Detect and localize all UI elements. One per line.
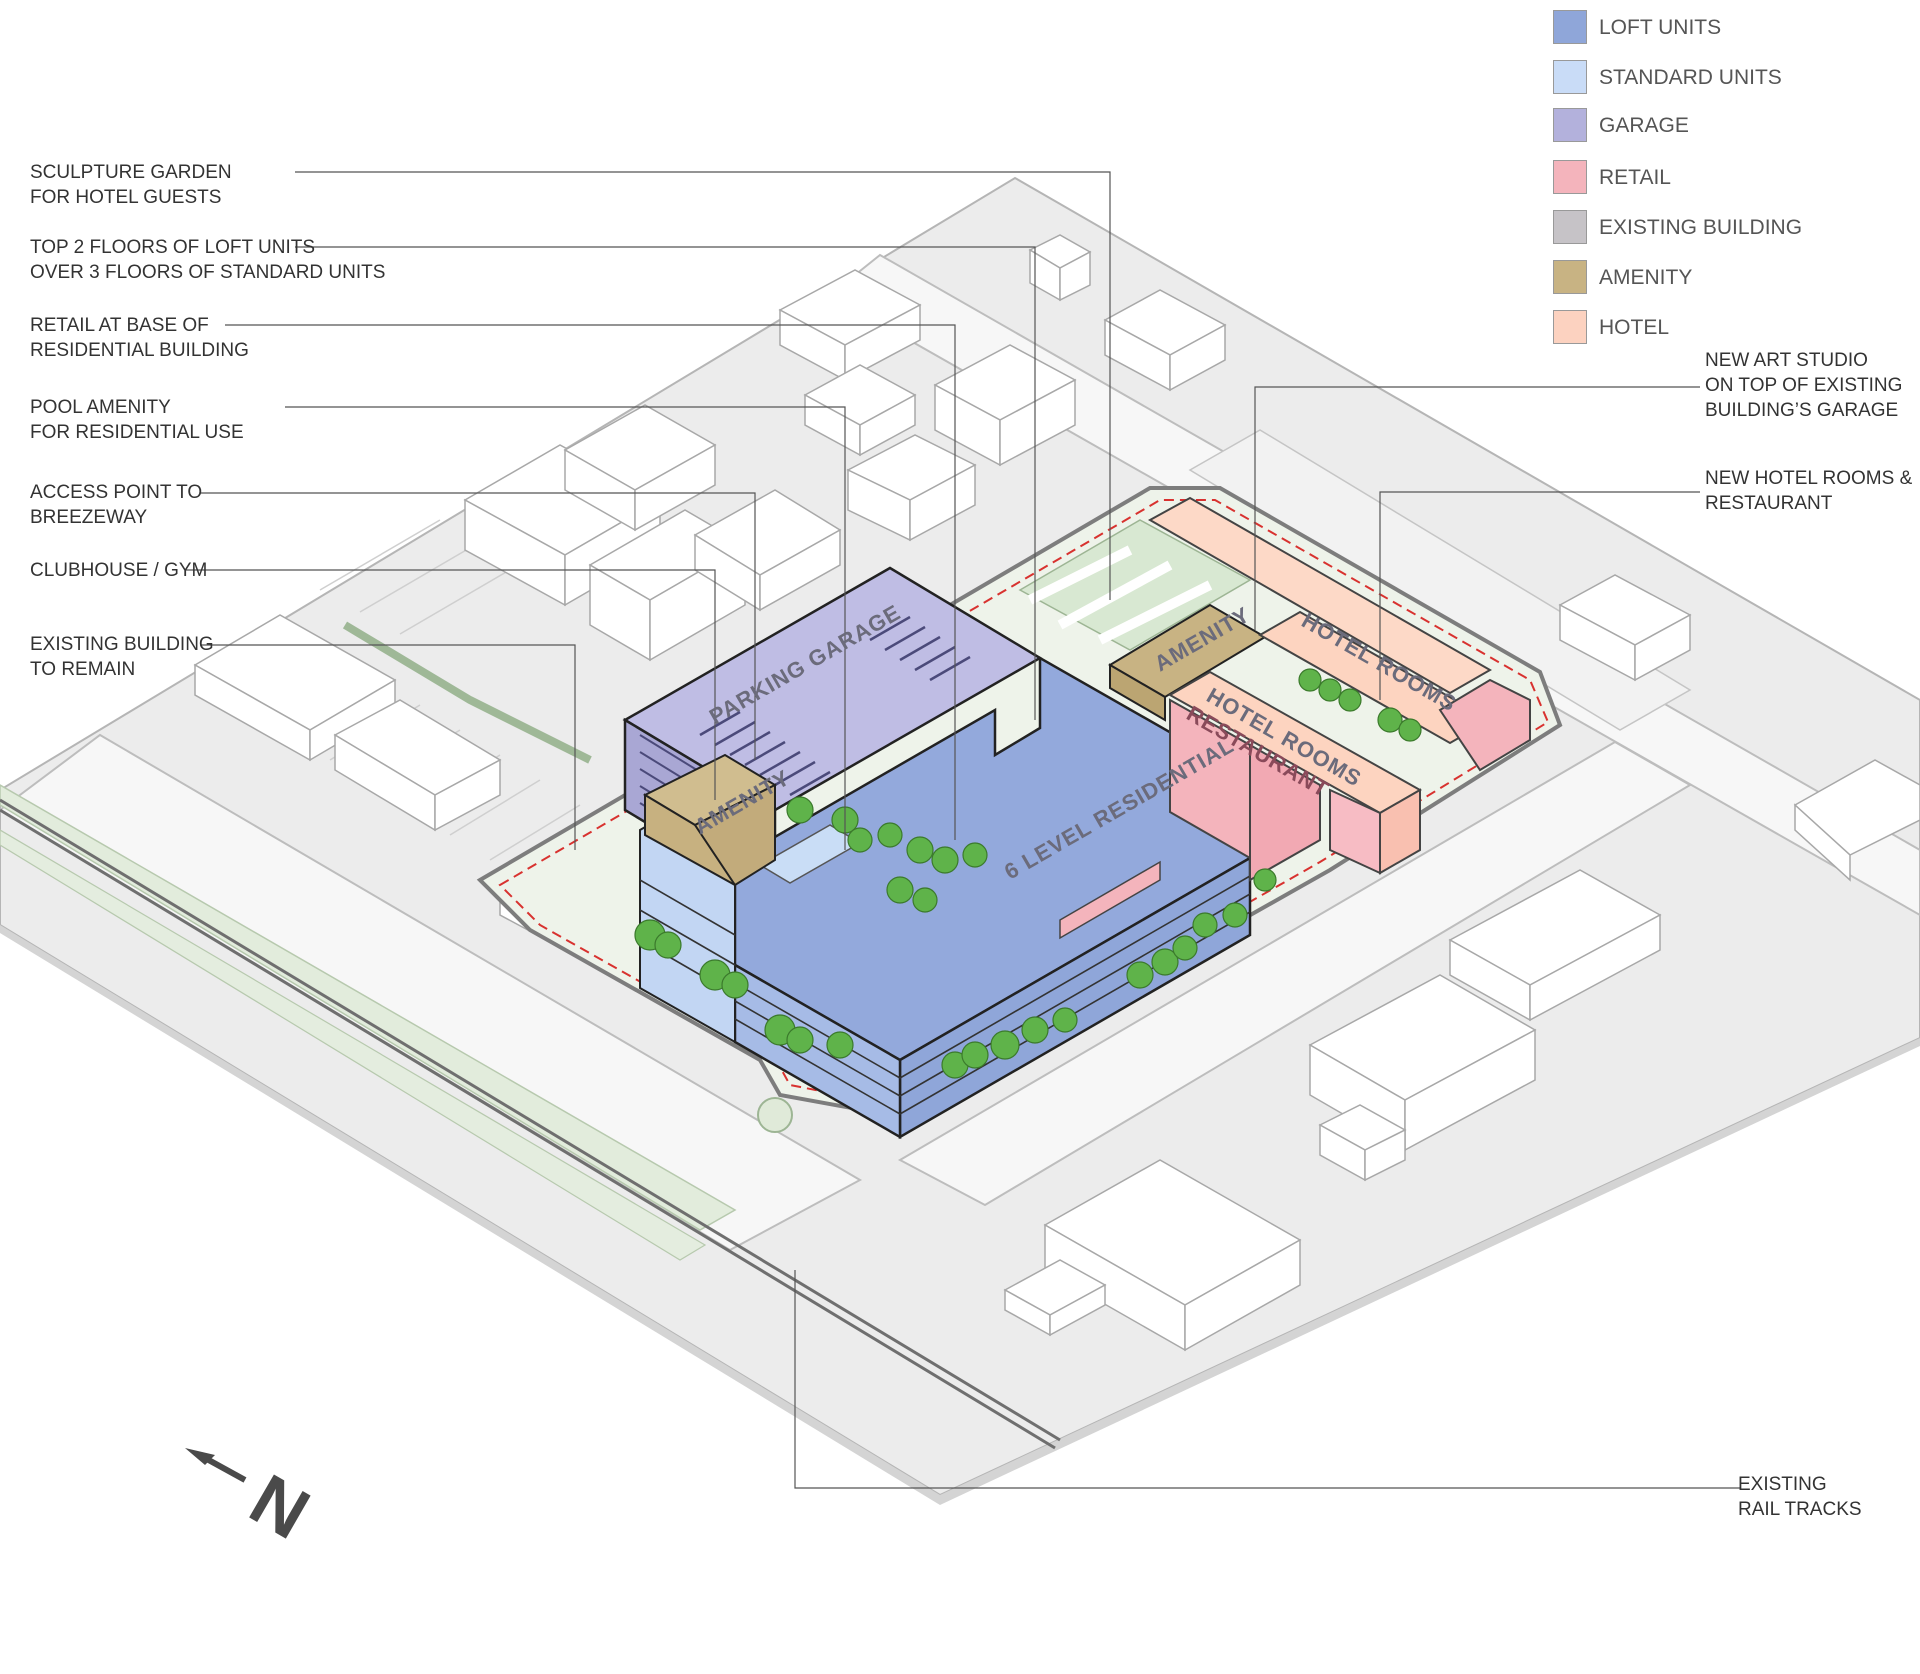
trees — [634, 668, 1422, 1079]
legend-label: RETAIL — [1599, 166, 1671, 189]
callout-line: TOP 2 FLOORS OF LOFT UNITS — [30, 237, 316, 258]
legend-item: GARAGE — [1553, 108, 1893, 146]
callout-line: RESTAURANT — [1705, 493, 1833, 514]
legend-item: LOFT UNITS — [1553, 10, 1893, 48]
callout-sculpture-garden: SCULPTURE GARDEN FOR HOTEL GUESTS — [30, 160, 232, 210]
hotel-buildings — [1147, 496, 1493, 875]
legend-item: RETAIL — [1553, 160, 1893, 198]
legend-label: GARAGE — [1599, 114, 1689, 137]
legend-swatch — [1553, 108, 1587, 142]
legend-swatch — [1553, 310, 1587, 344]
callout-line: ACCESS POINT TO — [30, 482, 203, 503]
legend-swatch — [1553, 210, 1587, 244]
legend-swatch — [1553, 60, 1587, 94]
callout-line: POOL AMENITY — [30, 397, 171, 418]
legend-swatch — [1553, 260, 1587, 294]
callout-loft-units: TOP 2 FLOORS OF LOFT UNITS OVER 3 FLOORS… — [30, 235, 385, 285]
callout-pool-amenity: POOL AMENITY FOR RESIDENTIAL USE — [30, 395, 244, 445]
sculpture-garden — [1018, 519, 1252, 651]
legend-label: STANDARD UNITS — [1599, 66, 1782, 89]
callout-access-point: ACCESS POINT TO BREEZEWAY — [30, 480, 202, 530]
legend-item: STANDARD UNITS — [1553, 60, 1893, 98]
callout-line: EXISTING — [1738, 1474, 1827, 1495]
leader-lines — [185, 171, 1740, 1489]
callout-line: RESIDENTIAL BUILDING — [30, 340, 249, 361]
callout-line: CLUBHOUSE / GYM — [30, 560, 208, 581]
roundabout — [757, 1097, 793, 1133]
legend-label: LOFT UNITS — [1599, 16, 1722, 39]
callout-retail-base: RETAIL AT BASE OF RESIDENTIAL BUILDING — [30, 313, 249, 363]
rail-track-2 — [0, 808, 1056, 1450]
callout-hotel-rooms: NEW HOTEL ROOMS & RESTAURANT — [1705, 466, 1912, 516]
north-arrow-icon: N — [185, 1448, 322, 1555]
callout-line: BREEZEWAY — [30, 507, 148, 528]
rail-track-1 — [0, 798, 1061, 1442]
callout-line: NEW HOTEL ROOMS & — [1705, 468, 1913, 489]
callout-line: OVER 3 FLOORS OF STANDARD UNITS — [30, 262, 386, 283]
callout-line: RETAIL AT BASE OF — [30, 315, 209, 336]
callout-line: RAIL TRACKS — [1738, 1499, 1862, 1520]
legend-label: AMENITY — [1599, 266, 1693, 289]
breezeway-path — [342, 621, 592, 764]
callout-line: TO REMAIN — [30, 659, 136, 680]
legend-item: EXISTING BUILDING — [1553, 210, 1893, 248]
amenity-east — [1108, 603, 1267, 722]
callout-line: NEW ART STUDIO — [1705, 350, 1868, 371]
legend-swatch — [1553, 10, 1587, 44]
north-letter: N — [237, 1460, 322, 1555]
green-strip-2 — [0, 829, 707, 1261]
callout-line: ON TOP OF EXISTING — [1705, 375, 1903, 396]
legend-label: HOTEL — [1599, 316, 1670, 339]
callout-line: SCULPTURE GARDEN — [30, 162, 232, 183]
green-strip — [0, 784, 737, 1231]
retail-blocks — [1059, 678, 1531, 940]
callout-line: EXISTING BUILDING — [30, 634, 214, 655]
callout-clubhouse: CLUBHOUSE / GYM — [30, 558, 207, 583]
legend-label: EXISTING BUILDING — [1599, 216, 1803, 239]
callout-existing-building: EXISTING BUILDING TO REMAIN — [30, 632, 214, 682]
street-cross — [897, 740, 1692, 1207]
callout-line: BUILDING’S GARAGE — [1705, 400, 1899, 421]
legend-item: AMENITY — [1553, 260, 1893, 298]
callout-rail-tracks: EXISTING RAIL TRACKS — [1738, 1472, 1862, 1522]
amenity-west — [642, 753, 778, 887]
callout-line: FOR RESIDENTIAL USE — [30, 422, 244, 443]
legend-swatch — [1553, 160, 1587, 194]
callout-art-studio: NEW ART STUDIO ON TOP OF EXISTING BUILDI… — [1705, 348, 1902, 423]
legend-item: HOTEL — [1553, 310, 1893, 348]
callout-line: FOR HOTEL GUESTS — [30, 187, 222, 208]
